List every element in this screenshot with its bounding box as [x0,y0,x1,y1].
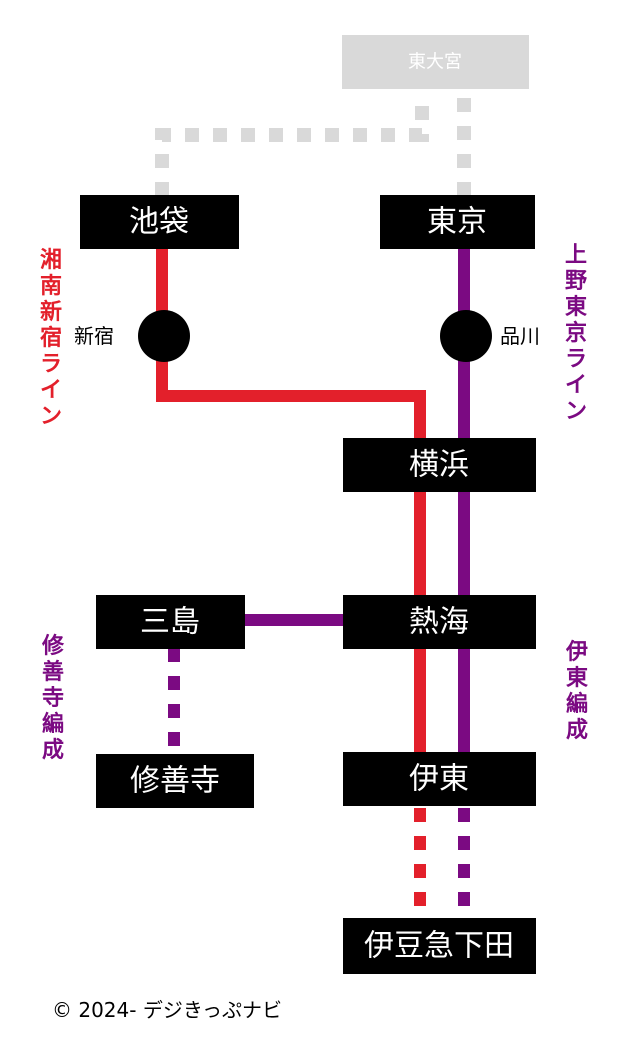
station-box-yokohama [343,438,536,492]
station-box-mishima [96,595,245,649]
station-label-ito: 伊東 [409,762,469,797]
shinjuku-dot [138,310,190,362]
ito-formation-label: 伊東編成 [565,640,588,743]
station-label-izukyu-shimoda: 伊豆急下田 [364,929,514,964]
station-box-higashi-omiya [342,35,529,89]
station-label-higashi-omiya: 東大宮 [408,52,462,73]
station-box-ito [343,752,536,806]
shonan-shinjuku-line-label: 湘南新宿ライン [39,248,62,429]
shuzenji-formation-label: 修善寺編成 [41,634,64,763]
station-label-yokohama: 横浜 [409,448,469,483]
shinjuku-label: 新宿 [74,324,114,348]
station-label-ikebukuro: 池袋 [129,205,189,240]
station-box-shuzenji [96,754,254,808]
station-box-tokyo [380,195,535,249]
grey-connector-ikebukuro [155,96,429,196]
station-label-shuzenji: 修善寺 [130,764,220,799]
station-box-ikebukuro [80,195,239,249]
station-box-izukyu-shimoda [343,918,536,974]
shinagawa-dot [440,310,492,362]
ueno-tokyo-line-label: 上野東京ライン [564,243,587,424]
shonan-shinjuku-line [156,248,426,752]
station-label-atami: 熱海 [409,605,469,640]
station-label-mishima: 三島 [140,605,200,640]
copyright-text: © 2024- デジきっぷナビ [52,998,283,1022]
station-box-atami [343,595,536,649]
shinagawa-label: 品川 [500,324,540,348]
station-label-tokyo: 東京 [427,205,487,240]
